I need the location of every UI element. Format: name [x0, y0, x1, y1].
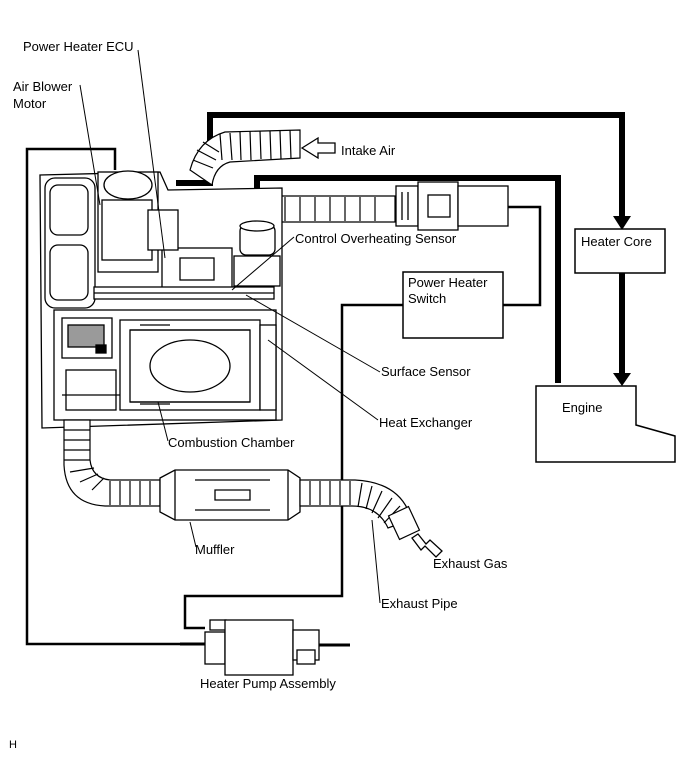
coolant-line-left [25, 147, 205, 646]
engine-box [535, 385, 676, 463]
label-air-blower-motor-line1: Air Blower [13, 79, 73, 94]
muffler-body [159, 469, 301, 521]
heater-pump-assembly-body [180, 619, 350, 676]
label-power-heater-ecu: Power Heater ECU [23, 39, 134, 54]
label-power-heater-switch-line2: Switch [408, 291, 446, 306]
label-combustion-chamber: Combustion Chamber [168, 435, 295, 450]
exhaust-hose-lower [63, 419, 161, 507]
label-control-overheating-sensor: Control Overheating Sensor [295, 231, 457, 246]
leader-lines [79, 49, 381, 604]
label-air-blower-motor-line2: Motor [13, 96, 47, 111]
label-surface-sensor: Surface Sensor [381, 364, 471, 379]
harness-line-switch [183, 205, 542, 630]
label-engine: Engine [562, 400, 602, 415]
corner-mark: H [9, 739, 17, 751]
harness-connector [395, 181, 509, 231]
exhaust-pipe [299, 479, 421, 541]
label-heater-pump-assembly: Heater Pump Assembly [200, 676, 336, 691]
label-muffler: Muffler [195, 542, 235, 557]
arrow-to-heater-core [613, 216, 631, 230]
heater-core-box [574, 228, 666, 274]
exhaust-gas-arrow [411, 533, 443, 558]
label-power-heater-switch-line1: Power Heater [408, 275, 488, 290]
label-exhaust-gas: Exhaust Gas [433, 556, 508, 571]
coolant-line-to-heater-core [176, 112, 625, 218]
intake-hose [189, 129, 301, 187]
arrow-to-engine [613, 373, 631, 386]
label-heat-exchanger: Heat Exchanger [379, 415, 473, 430]
label-exhaust-pipe: Exhaust Pipe [381, 596, 458, 611]
label-intake-air: Intake Air [341, 143, 396, 158]
power-heater-switch-box [402, 271, 504, 339]
label-heater-core: Heater Core [581, 234, 652, 249]
heater-unit-body [39, 170, 283, 429]
intake-air-arrow [300, 136, 336, 160]
